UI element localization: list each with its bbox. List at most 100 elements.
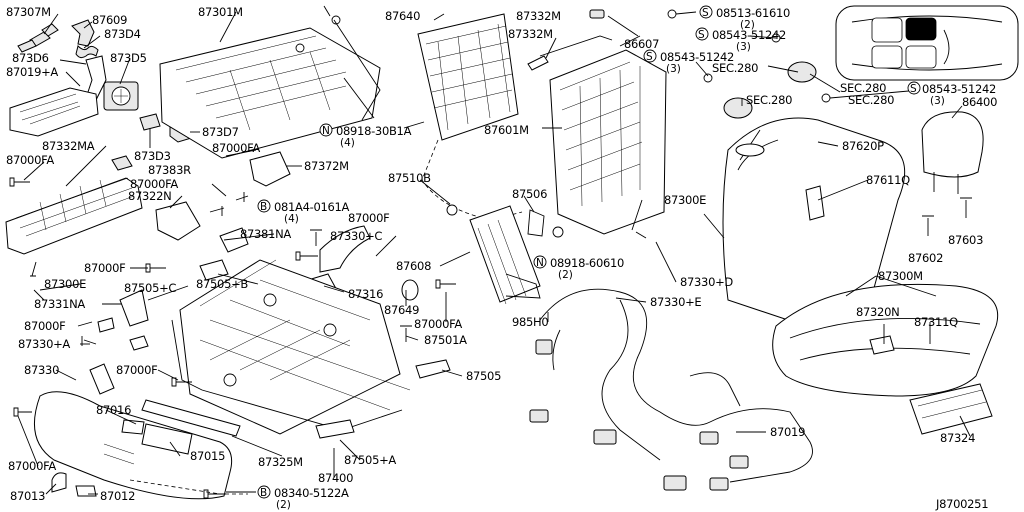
part-86400-headrest — [921, 111, 984, 178]
part-87603 — [960, 197, 972, 218]
callout-symbol-s: S — [698, 29, 705, 41]
label-87601m: 87601M — [484, 123, 529, 137]
label-87300m: 87300M — [878, 269, 923, 283]
label-985h0: 985H0 — [512, 315, 548, 329]
leader-lines — [17, 11, 971, 495]
label-87383r: 87383R — [148, 163, 191, 177]
sec-ref-3: SEC.280 — [840, 81, 886, 95]
callout-qty: (3) — [736, 41, 751, 53]
callout-qty: (2) — [740, 19, 755, 31]
label-86607: 86607 — [624, 37, 659, 51]
label-87330c: 87330+C — [330, 229, 382, 243]
label-87372m: 87372M — [304, 159, 349, 173]
bolt-87000f-2 — [145, 263, 166, 273]
bolt-87501a — [400, 325, 412, 342]
label-87505b: 87505+B — [196, 277, 248, 291]
callout-qty: (4) — [340, 137, 355, 149]
label-87013: 87013 — [10, 489, 45, 503]
label-87332m-2: 87332M — [508, 27, 553, 41]
callout-08543-51242-2: S 08543-51242 (3) — [643, 49, 734, 75]
label-87602: 87602 — [908, 251, 943, 265]
callout-08918-30b1a: N 08918-30B1A (4) — [319, 123, 412, 149]
label-87300e-2: 87300E — [44, 277, 86, 291]
label-87400: 87400 — [318, 471, 353, 485]
callout-qty: (2) — [558, 269, 573, 281]
label-87000f-4: 87000F — [116, 363, 157, 377]
label-87603: 87603 — [948, 233, 983, 247]
label-87000fa-5: 87000FA — [8, 459, 56, 473]
label-87330a: 87330+A — [18, 337, 70, 351]
part-87330c — [319, 225, 371, 273]
part-87602 — [922, 215, 934, 236]
nut-icon — [331, 15, 341, 25]
bolt-87000f-3 — [97, 317, 115, 333]
callout-08918-60610: N 08918-60610 (2) — [533, 255, 624, 281]
callout-code: 08513-61610 — [716, 6, 790, 20]
callout-qty: (3) — [666, 63, 681, 75]
label-87381na: 87381NA — [240, 227, 291, 241]
callout-08340-5122a: B 08340-5122A (2) — [257, 485, 349, 511]
label-87332ma: 87332MA — [42, 139, 95, 153]
label-87505: 87505 — [466, 369, 501, 383]
callout-symbol-b: B — [260, 487, 267, 499]
label-87510b: 87510B — [388, 171, 431, 185]
sec-ref-4: SEC.280 — [848, 93, 894, 107]
label-87611q: 87611Q — [866, 173, 910, 187]
label-87620p: 87620P — [842, 139, 884, 153]
label-873d4: 873D4 — [104, 27, 141, 41]
part-87332m — [527, 55, 549, 71]
label-87501a: 87501A — [424, 333, 467, 347]
label-87015: 87015 — [190, 449, 225, 463]
callout-code: 08918-30B1A — [336, 124, 412, 138]
part-sec280-motor-1 — [723, 97, 753, 119]
part-87300m-cushion — [772, 283, 998, 397]
label-87324: 87324 — [940, 431, 975, 445]
part-87012 — [75, 485, 97, 497]
callout-081a4-0161a: B 081A4-0161A (4) — [257, 199, 350, 225]
label-87016: 87016 — [96, 403, 131, 417]
label-87019a: 87019+A — [6, 65, 58, 79]
label-87000f-2: 87000F — [84, 261, 125, 275]
part-87383r — [111, 155, 133, 171]
part-87332ma — [5, 177, 143, 277]
part-87322n — [155, 201, 201, 241]
label-87640: 87640 — [385, 9, 420, 23]
callout-symbol-s: S — [910, 83, 917, 95]
callout-code: 08340-5122A — [274, 486, 349, 500]
callout-qty: (3) — [930, 95, 945, 107]
label-87608: 87608 — [396, 259, 431, 273]
label-87505c: 87505+C — [124, 281, 176, 295]
bolt-87000fa — [9, 177, 30, 187]
label-87330: 87330 — [24, 363, 59, 377]
label-87300e-1: 87300E — [664, 193, 706, 207]
callout-code: 08543-51242 — [922, 82, 996, 96]
callout-symbol-s: S — [646, 51, 653, 63]
part-87649 — [401, 279, 419, 301]
part-873d3 — [139, 113, 161, 131]
part-87400-seat-frame — [171, 259, 411, 435]
label-87331na: 87331NA — [34, 297, 85, 311]
label-87000fa-2: 87000FA — [212, 141, 260, 155]
label-87311q: 87311Q — [914, 315, 958, 329]
diagram-id: J8700251 — [935, 497, 988, 511]
sec-ref-2: SEC.280 — [746, 93, 792, 107]
part-87330a — [89, 363, 115, 395]
part-87332m-2 — [589, 9, 605, 19]
part-87019-harness — [529, 288, 813, 491]
label-873d6: 873D6 — [12, 51, 49, 65]
highlighted-seat-location — [905, 17, 937, 41]
part-87372m — [249, 151, 291, 187]
bolt-87000f-1 — [310, 229, 322, 246]
label-87325m: 87325M — [258, 455, 303, 469]
bolt-87000fa-5 — [13, 407, 32, 417]
part-87505a — [315, 419, 355, 439]
bolt-87000fa-2 — [209, 206, 225, 216]
label-86400: 86400 — [962, 95, 997, 109]
callout-qty: (4) — [284, 213, 299, 225]
part-873d4 — [75, 45, 99, 59]
bolt-08340 — [203, 489, 226, 499]
clip-87510b — [446, 204, 458, 216]
callout-08543-51242-1: S 08543-51242 (3) — [695, 27, 786, 53]
label-87000fa-4: 87000FA — [414, 317, 462, 331]
part-group-top-left — [9, 19, 199, 187]
